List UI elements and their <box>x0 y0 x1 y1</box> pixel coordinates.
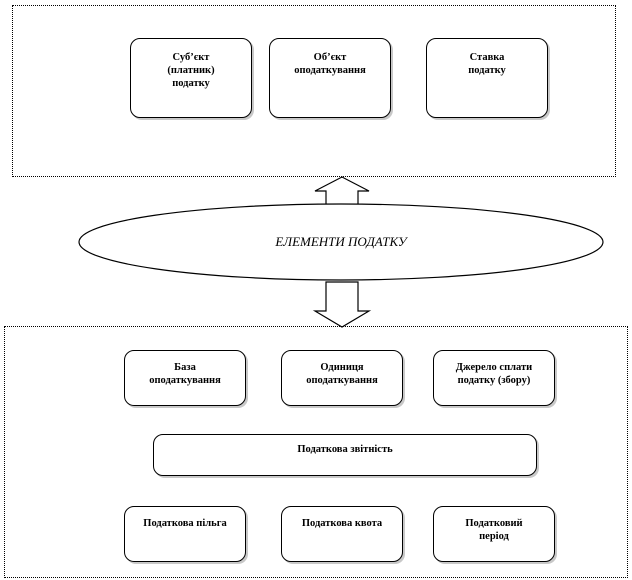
box-tax-benefit: Податкова пільга <box>124 506 246 562</box>
central-ellipse <box>78 203 604 281</box>
central-ellipse-label: ЕЛЕМЕНТИ ПОДАТКУ <box>275 234 407 249</box>
box-tax-quota-label: Податкова квота <box>301 518 383 529</box>
box-taxpayer: Суб’єкт (платник) податку <box>130 38 252 118</box>
box-tax-benefit-label: Податкова пільга <box>143 518 227 529</box>
box-tax-reporting-label: Податкова звітність <box>297 444 393 455</box>
box-tax-unit: Одиниця оподаткування <box>281 350 403 406</box>
box-tax-base: База оподаткування <box>124 350 246 406</box>
arrow-down <box>312 281 372 328</box>
box-tax-period: Податковий період <box>433 506 555 562</box>
box-tax-unit-label: Одиниця оподаткування <box>306 362 378 386</box>
box-tax-object-label: Об’єкт оподаткування <box>294 52 366 76</box>
box-tax-rate: Ставка податку <box>426 38 548 118</box>
box-payment-source-label: Джерело сплати податку (збору) <box>455 362 533 386</box>
box-tax-object: Об’єкт оподаткування <box>269 38 391 118</box>
box-tax-quota: Податкова квота <box>281 506 403 562</box>
bottom-group-frame <box>4 326 628 578</box>
box-payment-source: Джерело сплати податку (збору) <box>433 350 555 406</box>
box-tax-base-label: База оподаткування <box>149 362 221 386</box>
box-tax-reporting: Податкова звітність <box>153 434 537 476</box>
box-taxpayer-label: Суб’єкт (платник) податку <box>167 52 215 89</box>
box-tax-period-label: Податковий період <box>465 518 523 542</box>
box-tax-rate-label: Ставка податку <box>468 52 506 76</box>
top-group-frame <box>12 5 616 177</box>
